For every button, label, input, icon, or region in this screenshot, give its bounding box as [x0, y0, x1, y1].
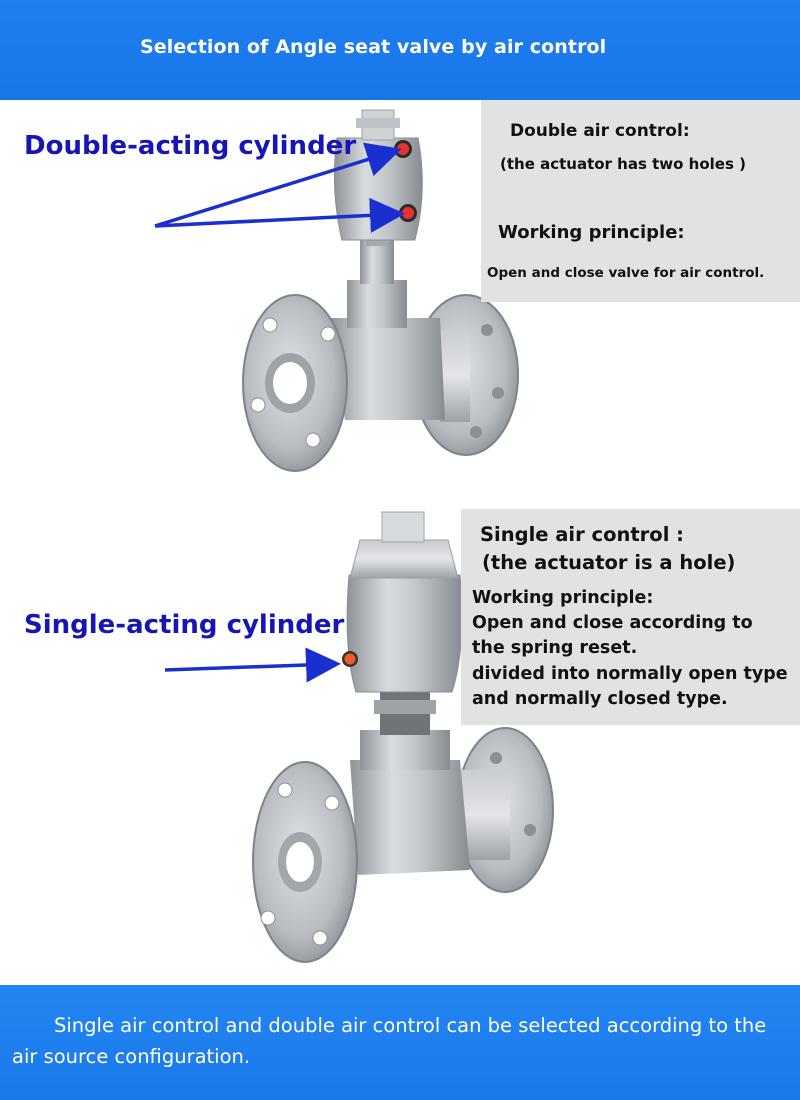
- single-principle-line: and normally closed type.: [472, 689, 728, 709]
- double-acting-label: Double-acting cylinder: [24, 131, 357, 161]
- arrow-to-lower-port: [154, 197, 405, 233]
- single-principle-line: divided into normally open type: [472, 664, 788, 684]
- arrow-to-single-port: [164, 647, 341, 683]
- single-principle-line: the spring reset.: [472, 638, 638, 658]
- single-acting-label: Single-acting cylinder: [24, 610, 345, 640]
- double-control-title: Double air control:: [510, 121, 690, 141]
- single-control-title: Single air control :: [480, 523, 684, 546]
- header-banner: Selection of Angle seat valve by air con…: [0, 0, 800, 100]
- valve-illustrations: [154, 109, 554, 963]
- bottom-valve-image: [252, 511, 554, 963]
- top-valve-image: [242, 109, 519, 472]
- single-principle-line: Open and close according to: [472, 613, 753, 633]
- arrow-to-upper-port: [154, 142, 402, 228]
- single-control-subtitle: (the actuator is a hole): [482, 551, 736, 574]
- footer-banner: Single air control and double air contro…: [0, 985, 800, 1100]
- double-principle-title: Working principle:: [498, 222, 685, 243]
- single-principle-title: Working principle:: [472, 588, 654, 608]
- page-title: Selection of Angle seat valve by air con…: [140, 36, 607, 58]
- double-control-subtitle: (the actuator has two holes ): [500, 155, 746, 173]
- double-principle-text: Open and close valve for air control.: [487, 265, 765, 281]
- single-air-control-panel: Single air control : (the actuator is a …: [461, 509, 800, 725]
- footer-note: Single air control and double air contro…: [12, 1014, 767, 1068]
- double-air-control-panel: Double air control: (the actuator has tw…: [481, 100, 800, 302]
